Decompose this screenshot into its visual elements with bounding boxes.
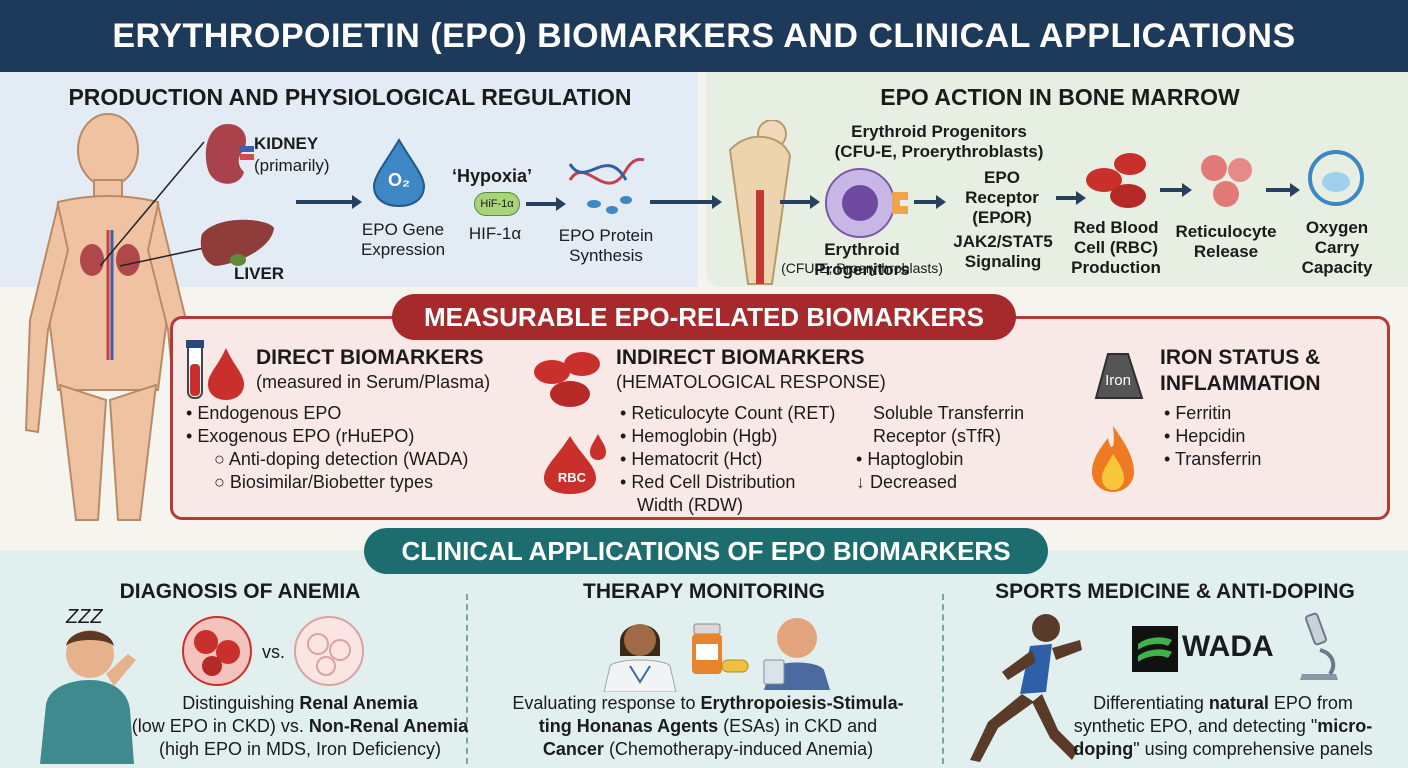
patient-icon (763, 618, 830, 690)
kidney-note: (primarily) (254, 156, 330, 175)
list-item-continued: Receptor (sTfR) (873, 426, 1002, 446)
arrow-to-gene (296, 195, 362, 209)
non-renal-anemia-cells-icon (294, 616, 364, 686)
arrow-to-reticulocyte (1160, 183, 1192, 197)
renal-anemia-cells-icon (182, 616, 252, 686)
doctor-icon (603, 624, 677, 692)
list-subitem: ○ Biosimilar/Biobetter types (214, 472, 433, 492)
oxygen-drop-icon (372, 138, 426, 208)
reticulocyte-icon (1201, 155, 1252, 207)
arrow-to-rbc (1056, 191, 1086, 205)
list-item: • Hemoglobin (Hgb) (620, 426, 778, 446)
iron-title-1: IRON STATUS & (1160, 346, 1321, 369)
oxygen-cycle-icon (1308, 150, 1364, 206)
capsule-icon (721, 659, 749, 673)
progenitors-bottom-label: Erythroid Progenitors (814, 240, 910, 279)
direct-title: DIRECT BIOMARKERS (256, 346, 484, 369)
vs-label: vs. (262, 642, 286, 662)
arrow-to-protein (526, 197, 566, 211)
list-item: • Endogenous EPO (186, 403, 342, 423)
biomarkers-box (170, 316, 1390, 520)
iron-title-2: INFLAMMATION (1160, 372, 1321, 395)
rbc-drop-icon (544, 434, 606, 494)
rbc-cluster-icon (1086, 153, 1146, 208)
marrow-panel (706, 72, 1408, 287)
iron-label: Iron (1105, 372, 1131, 389)
bone-icon (728, 120, 792, 285)
receptor-label: EPO Receptor (EPOR) (965, 168, 1039, 227)
arrow-to-receptor (914, 195, 946, 209)
arrow-to-oxygen (1266, 183, 1300, 197)
protein-synthesis-label: EPO Protein Synthesis (558, 226, 654, 265)
o2-text: O₂ (388, 170, 410, 190)
liver-icon (200, 219, 274, 266)
progenitors-bottom-sub: (CFU-E, Proerythroblasts) (781, 260, 943, 276)
wada-label: WADA (1182, 630, 1274, 663)
indirect-title: INDIRECT BIOMARKERS (616, 346, 865, 369)
anemia-description: Distinguishing Renal Anemia (low EPO in … (131, 693, 469, 759)
therapy-title: THERAPY MONITORING (583, 580, 825, 603)
list-item: Soluble Transferrin (873, 403, 1025, 423)
down-arrow-icon: ↓ (856, 472, 865, 492)
progenitors-top-sub: (CFU-E, Proerythroblasts) (834, 142, 1044, 161)
list-item: • Hematocrit (Hct) (620, 449, 763, 469)
direct-list: • Endogenous EPO • Exogenous EPO (rHuEPO… (186, 402, 468, 494)
list-item: • Exogenous EPO (rHuEPO) (186, 426, 415, 446)
kidney-icon (205, 124, 254, 184)
runner-icon (970, 614, 1082, 762)
organ-pointer-lines (100, 141, 205, 267)
hif-label: HIF-1α (468, 224, 522, 243)
page-title: ERYTHROPOIETIN (EPO) BIOMARKERS AND CLIN… (0, 0, 1408, 72)
therapy-description: Evaluating response to Erythropoiesis-St… (512, 693, 904, 759)
arrow-to-marrow (650, 195, 722, 209)
marrow-heading: EPO ACTION IN BONE MARROW (880, 84, 1240, 110)
list-item: • Reticulocyte Count (RET) (620, 403, 836, 423)
kidney-label: KIDNEY (254, 134, 319, 153)
progenitors-top-label: Erythroid Progenitors (851, 122, 1027, 141)
list-item: • Hepcidin (1164, 426, 1246, 446)
divider (942, 594, 944, 764)
sleep-icon: ZZZ (66, 606, 103, 628)
liver-label: LIVER (234, 264, 285, 283)
oxygen-capacity-label: Oxygen Carry Capacity (1301, 218, 1373, 277)
list-item-continued: Width (RDW) (637, 495, 743, 515)
hypoxia-label: ‘Hypoxia’ (452, 166, 533, 186)
clinical-heading: CLINICAL APPLICATIONS OF EPO BIOMARKERS (364, 528, 1048, 574)
indirect-list-2: Soluble Transferrin Receptor (sTfR) • Ha… (856, 402, 1024, 494)
list-item: ↓ Decreased (856, 472, 958, 492)
sports-title: SPORTS MEDICINE & ANTI-DOPING (995, 580, 1355, 603)
progenitor-cell-icon (825, 168, 908, 238)
tired-person-icon (40, 630, 136, 764)
anemia-title: DIAGNOSIS OF ANEMIA (119, 580, 361, 603)
rbc-cells-icon (534, 352, 600, 407)
list-item: • Haptoglobin (856, 449, 964, 469)
blood-tube-icon (186, 340, 244, 400)
indirect-list: • Reticulocyte Count (RET) • Hemoglobin … (620, 402, 835, 517)
pill-bottle-icon (692, 623, 722, 674)
direct-subtitle: (measured in Serum/Plasma) (256, 372, 491, 392)
down-arrow-icon: ↓ (998, 210, 1006, 227)
iron-icon (1094, 353, 1144, 399)
hif-chip: HiF-1α (474, 192, 520, 216)
list-subitem: ○ Anti-doping detection (WADA) (214, 449, 469, 469)
dna-protein-icon (568, 157, 645, 214)
iron-list: • Ferritin • Hepcidin • Transferrin (1164, 402, 1261, 471)
rbc-production-label: Red Blood Cell (RBC) Production (1071, 218, 1161, 277)
list-item: • Ferritin (1164, 403, 1232, 423)
biomarkers-heading: MEASURABLE EPO-RELATED BIOMARKERS (392, 294, 1016, 340)
divider (466, 594, 468, 764)
reticulocyte-label: Reticulocyte Release (1175, 222, 1277, 261)
sports-description: Differentiating natural EPO from synthet… (1073, 693, 1373, 759)
indirect-subtitle: (HEMATOLOGICAL RESPONSE) (616, 372, 886, 392)
microscope-icon (1300, 612, 1338, 680)
gene-expression-label: EPO Gene Expression (360, 220, 446, 259)
signaling-label: JAK2/STAT5 Signaling (953, 232, 1053, 271)
wada-logo-icon (1132, 626, 1178, 672)
arrow-to-progenitor (780, 195, 820, 209)
list-item: • Transferrin (1164, 449, 1262, 469)
rbc-drop-label: RBC (557, 470, 587, 485)
flame-icon (1092, 426, 1134, 492)
list-item: • Red Cell Distribution (620, 472, 796, 492)
production-heading: PRODUCTION AND PHYSIOLOGICAL REGULATION (68, 84, 632, 110)
